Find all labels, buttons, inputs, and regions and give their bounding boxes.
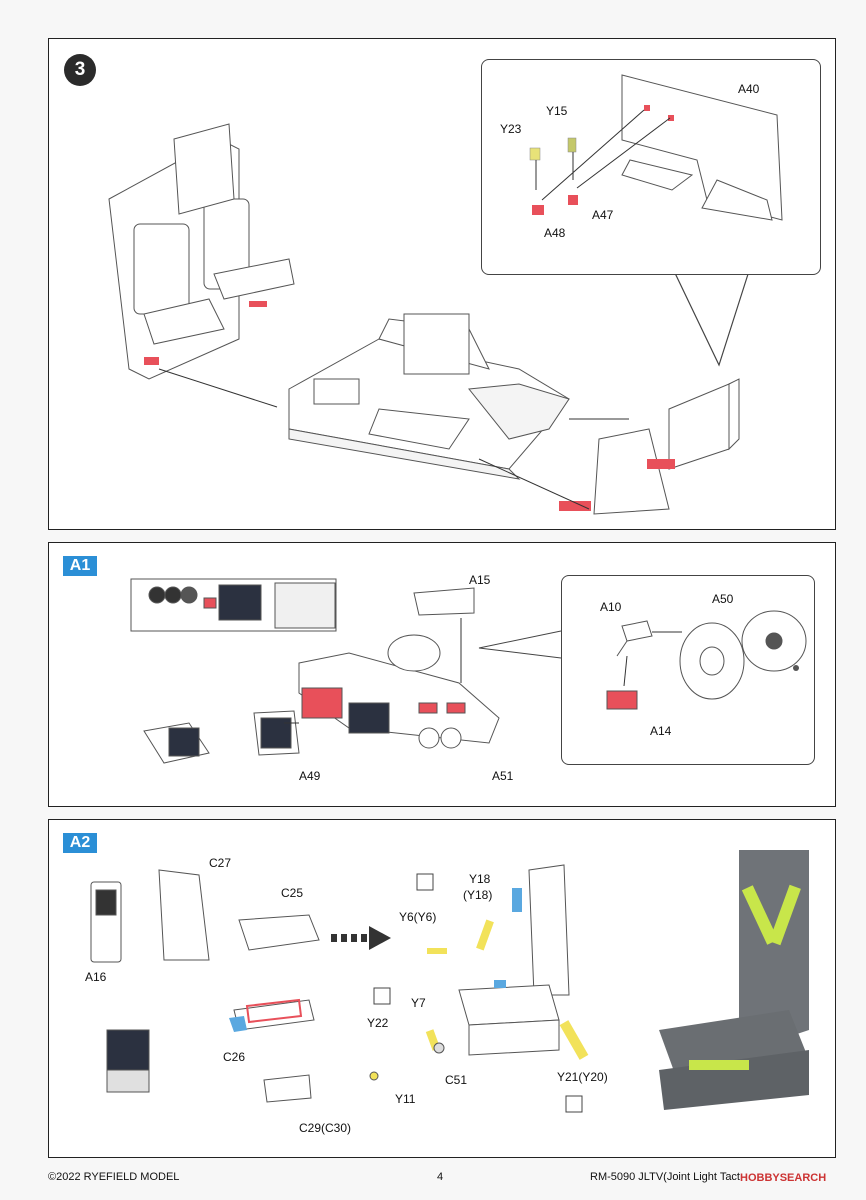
part-label-y18-alt: (Y18) — [463, 888, 493, 902]
step-3-illustration — [108, 123, 750, 515]
step-a2-illustration — [90, 850, 809, 1113]
part-c27 — [158, 869, 210, 961]
step-tag-a1: A1 — [63, 556, 97, 576]
red-part-marker — [144, 357, 159, 365]
step-a2-panel: A2 — [48, 819, 836, 1158]
part-label-c27: C27 — [209, 856, 232, 870]
part-a15-plate — [413, 587, 475, 616]
red-part-marker — [559, 501, 591, 511]
front-seat-assembly — [593, 378, 740, 515]
display-screens — [143, 710, 300, 764]
checkbox-icon — [416, 873, 434, 891]
checkbox-icon — [373, 987, 391, 1005]
seat-assembly — [458, 864, 570, 1056]
step-a1-illustration — [130, 578, 562, 764]
part-label-a49: A49 — [299, 769, 321, 783]
part-label-y11: Y11 — [395, 1092, 416, 1106]
part-c29 — [263, 1074, 312, 1103]
watermark: HOBBYSEARCH — [740, 1172, 827, 1184]
part-label-y21: Y21(Y20) — [557, 1070, 608, 1084]
direction-arrow — [331, 926, 391, 950]
decal-detail — [106, 1029, 150, 1093]
red-part-marker — [647, 459, 675, 469]
part-label-y15: Y15 — [546, 104, 568, 118]
part-label-c51: C51 — [445, 1073, 468, 1087]
assembly-arrows — [158, 368, 629, 510]
part-label-a50: A50 — [712, 592, 734, 606]
part-label-a40: A40 — [738, 82, 760, 96]
part-label-a15: A15 — [469, 573, 491, 587]
part-label-y23: Y23 — [500, 122, 522, 136]
part-label-y6: Y6(Y6) — [399, 910, 437, 924]
steering-wheel-illustration — [606, 610, 807, 710]
part-a16 — [90, 881, 122, 963]
part-label-a10: A10 — [600, 600, 622, 614]
step-number-badge: 3 — [64, 54, 96, 86]
dashboard-body — [298, 634, 500, 749]
detail-inset-seat-belt: A40 Y15 Y23 A47 A48 — [481, 59, 821, 275]
step-a1-panel: A1 — [48, 542, 836, 807]
part-label-c26: C26 — [223, 1050, 246, 1064]
part-label-y18: Y18 — [469, 872, 491, 886]
inset-pointer — [673, 270, 750, 367]
detail-inset-steering: A10 A50 A14 — [561, 575, 815, 765]
part-label-a47: A47 — [592, 208, 614, 222]
hull-floor — [288, 313, 570, 480]
part-label-a51: A51 — [492, 769, 514, 783]
assembly-arrows — [284, 618, 462, 724]
part-c25 — [238, 914, 320, 951]
checkbox-icon — [565, 1095, 583, 1113]
footer-page-number: 4 — [437, 1171, 444, 1183]
part-label-y22: Y22 — [367, 1016, 389, 1030]
part-label-c25: C25 — [281, 886, 304, 900]
inset-illustration — [529, 74, 783, 221]
part-label-y7: Y7 — [411, 996, 426, 1010]
part-label-a16: A16 — [85, 970, 107, 984]
step-3-panel: 3 — [48, 38, 836, 530]
part-label-a14: A14 — [650, 724, 672, 738]
footer-copyright: ©2022 RYEFIELD MODEL — [48, 1171, 180, 1183]
step-tag-a2: A2 — [63, 833, 97, 853]
rear-seat-assembly — [108, 123, 295, 380]
part-label-c29: C29(C30) — [299, 1121, 352, 1135]
red-part-marker — [249, 301, 267, 307]
part-label-a48: A48 — [544, 226, 566, 240]
finished-seat-photo — [659, 850, 809, 1110]
dashboard-decal-view — [130, 578, 337, 632]
